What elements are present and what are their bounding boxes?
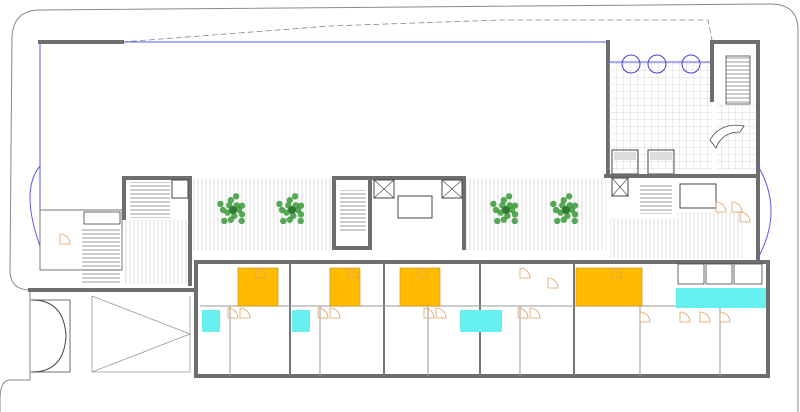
- storage-row: [677, 263, 763, 285]
- door-swing-icon: [239, 307, 251, 319]
- elevator-icon: [441, 179, 463, 199]
- door-swing-icon: [329, 307, 341, 319]
- door-swing-icon: [679, 311, 691, 323]
- bath-zone: [460, 310, 502, 332]
- elevator-icon: [373, 179, 395, 199]
- terrace-left: [124, 220, 188, 284]
- door-swing-icon: [719, 311, 731, 323]
- tree-icon: [276, 193, 305, 225]
- terrace-right-2: [678, 212, 742, 258]
- residential-band: [194, 260, 770, 378]
- columns: [621, 54, 701, 74]
- kitchen-zone: [575, 267, 643, 307]
- door-swing-icon: [529, 307, 541, 319]
- door-swing-icon: [227, 307, 239, 319]
- left-core: [39, 176, 192, 286]
- kitchen-zone: [329, 267, 361, 307]
- central-core: [332, 176, 466, 250]
- door-swing-icon: [317, 307, 329, 319]
- site-outline: [0, 3, 799, 412]
- bay-left: [29, 165, 41, 247]
- stair-tower-right: [709, 40, 760, 174]
- kitchen-zone: [237, 267, 279, 307]
- door-swing-icon: [547, 277, 559, 289]
- door-swing-icon: [699, 311, 711, 323]
- door-swing-icon: [347, 267, 359, 279]
- kitchen-zone: [399, 267, 441, 307]
- door-swing-icon: [639, 311, 651, 323]
- canopy-dashed-line: [121, 19, 713, 43]
- right-core: [604, 174, 760, 260]
- door-swing-icon: [417, 267, 429, 279]
- tree-icon: [490, 193, 519, 225]
- door-swings: [59, 201, 751, 323]
- door-swing-icon: [255, 267, 267, 279]
- units-group: [202, 267, 643, 332]
- courtyard-left: [190, 178, 334, 250]
- door-swing-icon: [59, 233, 71, 245]
- bath-zone: [202, 310, 220, 332]
- door-swing-icon: [435, 307, 447, 319]
- door-swing-icon: [31, 299, 67, 373]
- tree-icon: [550, 193, 579, 225]
- door-swing-icon: [715, 201, 727, 213]
- tree-icon: [217, 193, 246, 225]
- door-swing-icon: [423, 307, 435, 319]
- terrace-right: [610, 218, 678, 258]
- bath-strip: [676, 288, 766, 308]
- trees-group: [217, 193, 579, 225]
- door-swing-icon: [519, 267, 531, 279]
- door-swing-icon: [611, 267, 623, 279]
- door-swing-icon: [517, 307, 529, 319]
- garage-ramp: [28, 288, 198, 378]
- bay-right: [757, 165, 772, 259]
- courtyard-right: [464, 178, 606, 250]
- bath-zone: [292, 310, 310, 332]
- door-swing-icon: [731, 201, 743, 213]
